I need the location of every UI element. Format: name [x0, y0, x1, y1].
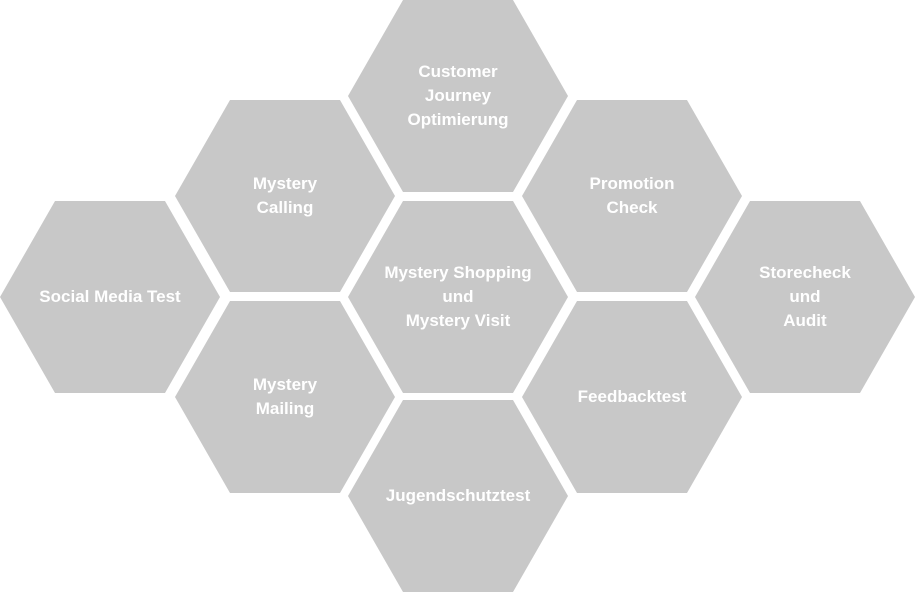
- hex-label-mystery-shopping: Mystery Shopping und Mystery Visit: [384, 263, 532, 330]
- hex-mystery-calling: Mystery Calling: [175, 100, 395, 292]
- hex-promotion-check: Promotion Check: [522, 100, 742, 292]
- hex-mystery-shopping: Mystery Shopping und Mystery Visit: [348, 201, 568, 393]
- hex-mystery-mailing: Mystery Mailing: [175, 301, 395, 493]
- hex-label-mystery-calling: Mystery Calling: [252, 174, 318, 217]
- hex-label-social-media-test: Social Media Test: [39, 287, 181, 306]
- hex-customer-journey: Customer Journey Optimierung: [348, 0, 568, 192]
- hex-label-customer-journey: Customer Journey Optimierung: [407, 62, 509, 129]
- hex-storecheck: Storecheck und Audit: [695, 201, 915, 393]
- hex-label-feedbacktest: Feedbacktest: [577, 387, 687, 406]
- hex-label-mystery-mailing: Mystery Mailing: [252, 375, 318, 418]
- hex-label-storecheck: Storecheck und Audit: [759, 263, 851, 330]
- hex-jugendschutztest: Jugendschutztest: [348, 400, 568, 592]
- hex-feedbacktest: Feedbacktest: [522, 301, 742, 493]
- hex-label-jugendschutztest: Jugendschutztest: [385, 486, 531, 505]
- hex-label-promotion-check: Promotion Check: [589, 174, 675, 217]
- hex-social-media-test: Social Media Test: [0, 201, 220, 393]
